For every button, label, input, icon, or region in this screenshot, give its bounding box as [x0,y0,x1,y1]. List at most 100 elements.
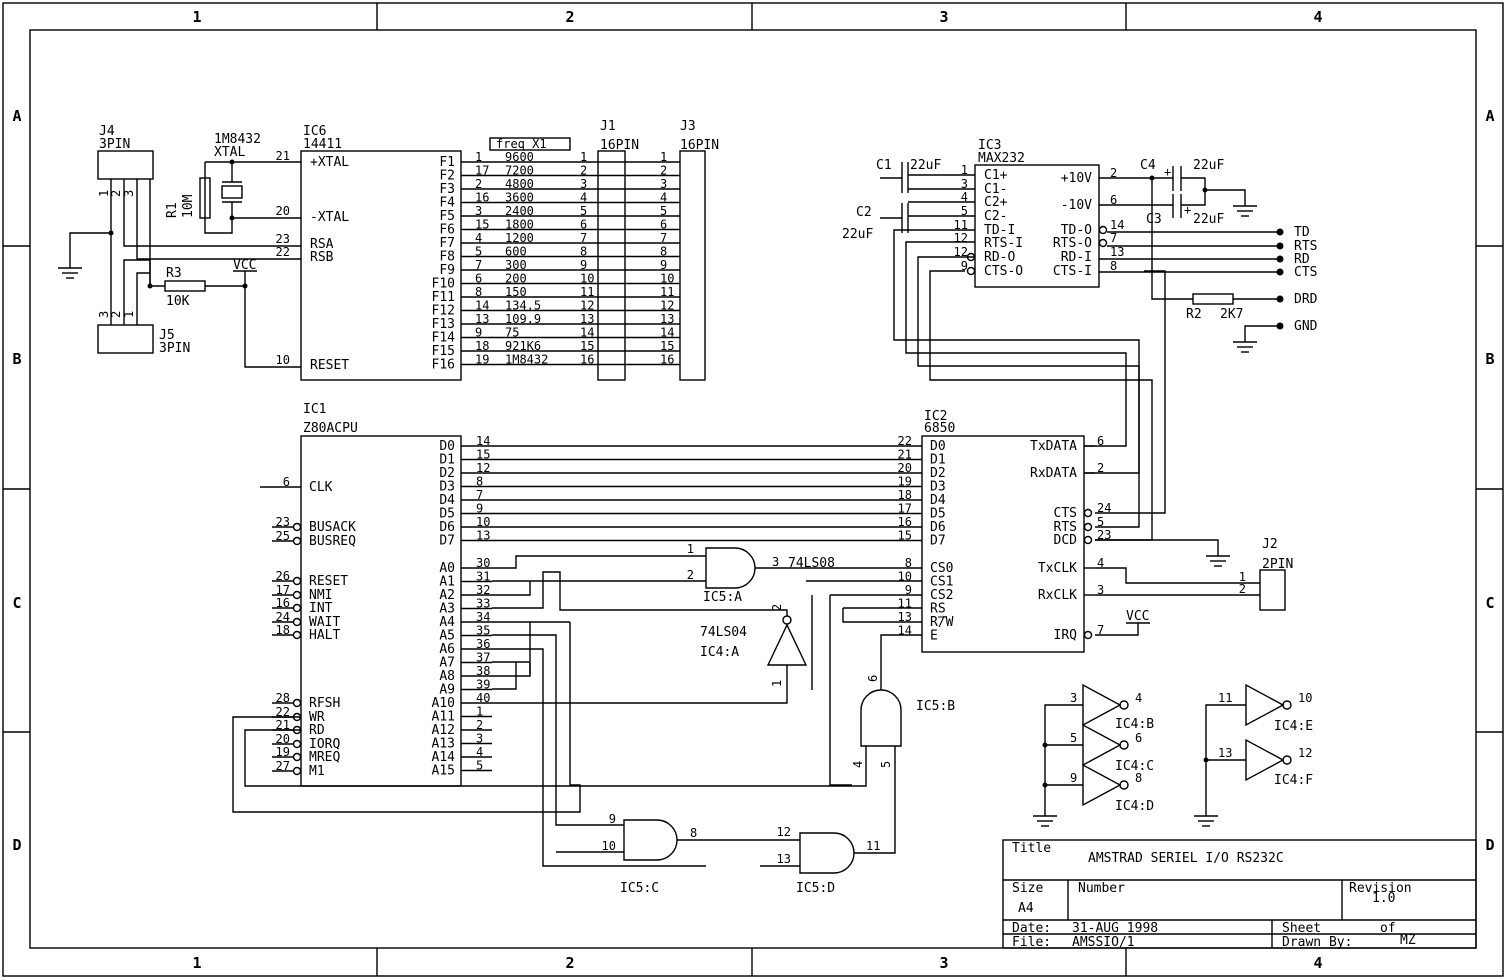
ic1-addr-name: A4 [439,615,455,630]
j2-connector: J2 2PIN 1 2 [1095,537,1293,611]
ic6-value: 14411 [303,137,342,152]
ic1-pin-name: RFSH [309,696,340,711]
j3-pin: 5 [660,204,667,218]
gate-wiring [232,555,922,867]
ic1-pin-bubble [292,630,302,640]
j1-pin: 14 [580,326,594,340]
ic1-addr-pin: 39 [476,678,490,692]
ic6-output-name: F13 [432,317,455,332]
ic6-output-pin: 1 [475,150,482,164]
ic1-addr-name: A13 [432,737,455,752]
j1-pin: 2 [580,164,587,178]
ic2-data-name: D6 [930,520,946,535]
r3-resistor: R3 10K [164,266,206,309]
ic6-output-pin: 14 [475,299,489,313]
ic1-addr-pin: 36 [476,637,490,651]
j2-pin-1: 1 [1239,570,1246,584]
ic1-addr-name: A14 [432,750,456,765]
row-label-left-a: A [12,107,21,125]
j1-pin: 13 [580,312,594,326]
j5-ref: J5 [159,328,175,343]
ic6-output-freq: 3600 [505,191,534,205]
ic6-output-freq: 200 [505,272,527,286]
ic5b-pin-6: 6 [866,675,880,682]
ic1-pin-number: 16 [276,596,290,610]
ic6-output-pin: 9 [475,326,482,340]
ic5d-pin-12: 12 [777,825,791,839]
ic6-pinnum-21: 21 [276,149,290,163]
freq-label: freq X1 [496,137,547,151]
ic6-output-name: F8 [439,250,455,265]
ic2-ctrl-pin: 10 [898,570,912,584]
col-label-top-4: 4 [1313,8,1322,26]
ic1-addr-name: A9 [439,683,455,698]
ic1-pin-number: 25 [276,529,290,543]
ic3-pins: C1+1C1-3C2+4C2-5TD-I11RTS-I12RD-O12CTS-O… [954,163,1125,279]
ic6-output-pin: 19 [475,353,489,367]
ic4a-inverter: 74LS04 IC4:A 1 2 [700,604,808,687]
ic6-output-pin: 16 [475,191,489,205]
ic1-left-pins: CLK6BUSACK23BUSREQ25RESET26NMI17INT16WAI… [260,475,356,779]
c4-plus: + [1164,165,1171,179]
ic3-left-pin: 5 [961,204,968,218]
ic3-value: MAX232 [978,151,1025,166]
ic3-right-pin: 13 [1110,245,1124,259]
c4-value: 22uF [1193,158,1224,173]
drawn-by-value: MZ [1400,933,1416,948]
ic6-output-freq: 4800 [505,177,534,191]
ic2-ref: IC2 [924,409,947,424]
ic3-right-pin: 8 [1110,259,1117,273]
c3-label: C3 [1146,212,1162,227]
ic4c-pin-6: 6 [1135,731,1142,745]
ic3-pin-bubble [1098,225,1108,235]
ic1-addr-name: A11 [432,710,455,725]
ic1-pin-name: MREQ [309,750,340,765]
xtal-value: 1M8432 [214,132,261,147]
ic6-output-pin: 18 [475,339,489,353]
ic6-output-freq: 1M8432 [505,353,548,367]
ic4e-pin-11: 11 [1218,691,1232,705]
ic1-data-name: D4 [439,493,455,508]
ic3-right-name: -10V [1061,198,1092,213]
j3-pin: 9 [660,258,667,272]
ic3-left-name: C2- [984,209,1007,224]
ic3-left-name: RTS-I [984,236,1023,251]
number-label: Number [1078,881,1125,896]
ic2-right-name: RxDATA [1030,466,1077,481]
ic1-addr-name: A5 [439,629,455,644]
r2-resistor: R2 2K7 [1149,175,1280,353]
ic1-addr-pin: 3 [476,732,483,746]
row-label-left-c: C [12,594,21,612]
ic1-pin-name: RESET [309,574,348,589]
ic1-addr-pin: 4 [476,745,483,759]
ic6-output-name: F2 [439,169,455,184]
ic2-pin-bubble [1083,508,1093,518]
ic6-output-freq: 134.5 [505,299,541,313]
ic5b-and-gate: IC5:B 4 5 6 [851,675,955,768]
ic4b-pin-3: 3 [1070,691,1077,705]
ic6-output-name: F7 [439,236,455,251]
ic6-pinnum-23: 23 [276,232,290,246]
j3-pin: 6 [660,218,667,232]
ic6-output-pin: 13 [475,312,489,326]
ic1-addr-pin: 31 [476,570,490,584]
ic1-pin-number: 19 [276,745,290,759]
ic1-data-pin: 12 [476,461,490,475]
ic6-output-pin: 17 [475,164,489,178]
j3-pin: 16 [660,353,674,367]
ic1-addr-name: A12 [432,723,455,738]
j1-pin: 7 [580,231,587,245]
ic2-right-name: DCD [1054,533,1078,548]
ic1-pin-bubble [292,603,302,613]
ic1-pin-number: 18 [276,623,290,637]
ic1-pin-number: 17 [276,583,290,597]
row-label-right-d: D [1485,836,1494,854]
ic4c-ref: IC4:C [1115,759,1154,774]
row-label-right-a: A [1485,107,1494,125]
ic6-output-name: F4 [439,196,455,211]
ic1-ref: IC1 [303,402,326,417]
ic1-addr-name: A2 [439,588,455,603]
ic6-output-freq: 1200 [505,231,534,245]
